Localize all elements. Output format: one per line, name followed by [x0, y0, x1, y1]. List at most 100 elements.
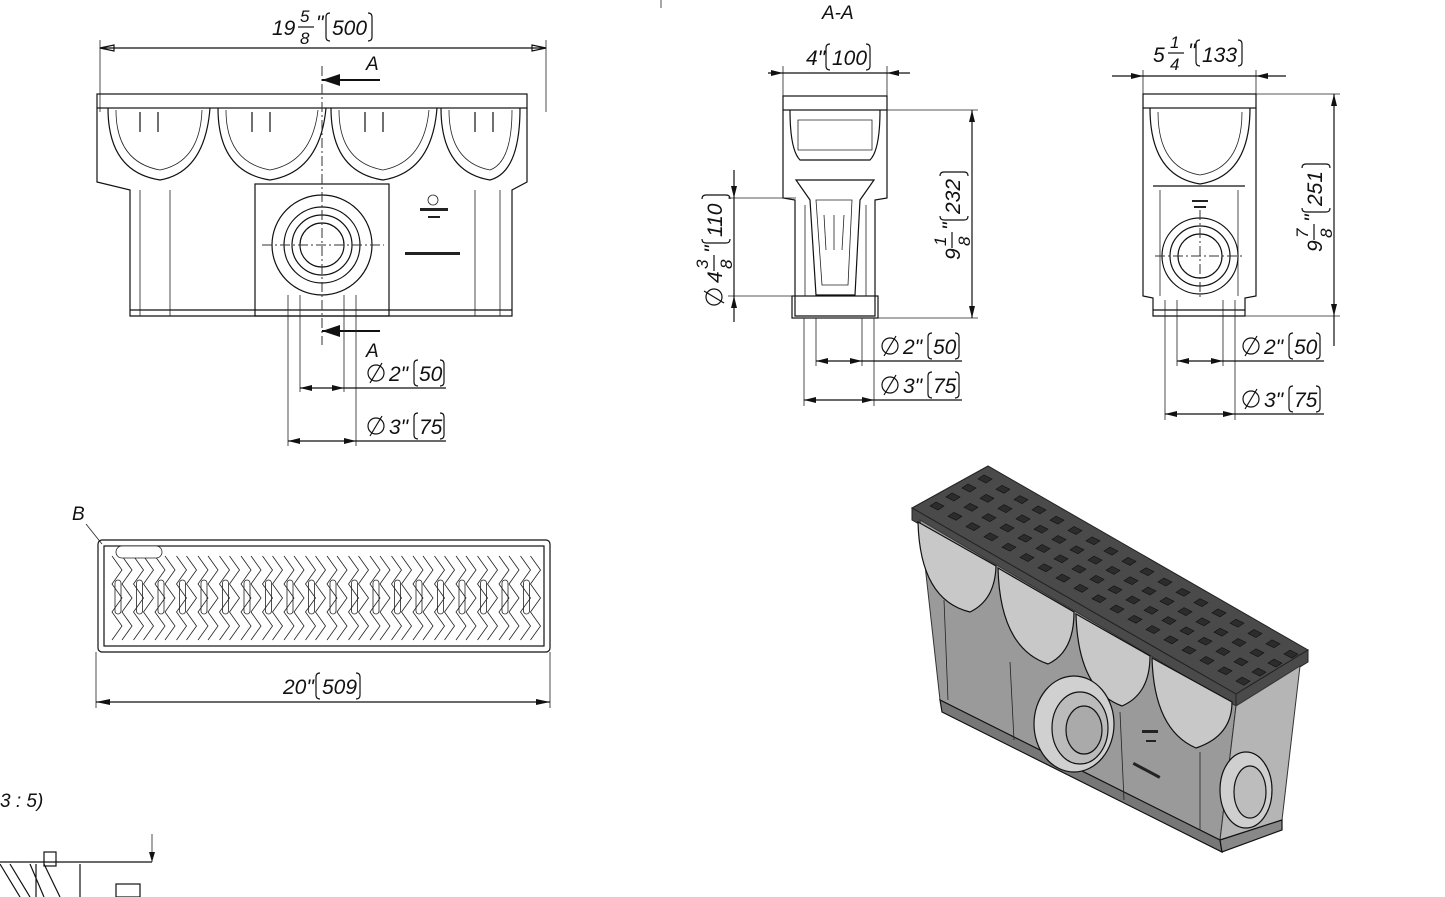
detail-mark-b: B — [72, 504, 85, 525]
iso-grate-slot — [1037, 563, 1053, 573]
iso-grate-slot — [1249, 648, 1265, 658]
iso-grate-slot — [1231, 638, 1247, 647]
section-pipe-whole: 4 — [704, 271, 727, 283]
grate-slot — [111, 555, 133, 641]
detail-scale-label: 3 : 5) — [0, 791, 43, 812]
iso-grate-slot — [1251, 667, 1267, 677]
iso-grate-slot — [1163, 635, 1179, 645]
end-dia-small-mm: 50 — [1294, 336, 1318, 359]
grate-slot-bar — [437, 579, 444, 615]
iso-grate-slot — [1159, 596, 1175, 606]
grate-outline — [97, 539, 551, 653]
iso-grate-slot — [1091, 594, 1107, 604]
iso-grate-slot — [1001, 542, 1017, 552]
iso-grate-slot — [1195, 617, 1211, 627]
iso-grate-slot — [1215, 647, 1231, 656]
grate-slot-bar — [222, 579, 229, 615]
iso-grate-slots — [929, 474, 1299, 686]
iso-grate-slot — [945, 492, 961, 502]
section-dia-small-in: 2" — [902, 336, 924, 359]
iso-grate-slot — [1267, 658, 1283, 668]
iso-grate-slot — [997, 504, 1013, 513]
end-width-mm: 133 — [1202, 44, 1237, 67]
iso-grate-slot — [999, 523, 1015, 533]
end-height-numerator: 7 — [1293, 228, 1312, 238]
iso-grate-slot — [929, 501, 945, 511]
iso-grate-slot — [1235, 676, 1251, 686]
iso-grate-slot — [1055, 573, 1071, 583]
iso-grate-slot — [1265, 639, 1281, 649]
iso-grate-slot — [1217, 666, 1233, 676]
iso-grate-slot — [961, 483, 977, 493]
end-view: 5 1 4 " 133 9 7 8 " — [1112, 33, 1340, 420]
grate-pattern — [111, 555, 541, 641]
grate-slot — [283, 555, 305, 641]
end-width-numerator: 1 — [1170, 33, 1179, 52]
section-dia-large-mm: 75 — [933, 375, 957, 398]
grate-slot-bar — [329, 579, 337, 615]
iso-grate-slot — [947, 511, 963, 521]
grate-slot — [133, 555, 154, 641]
iso-grate-slot — [1051, 535, 1067, 544]
grate-slot-bar — [136, 579, 143, 615]
iso-grate-slot — [965, 522, 981, 531]
iso-grate-slot — [1031, 505, 1047, 515]
section-height-whole: 9 — [942, 248, 965, 260]
grate-slot — [369, 555, 391, 641]
iso-grate-slot — [1123, 576, 1139, 586]
grate-slot-bar — [114, 579, 122, 615]
detail-view: 3 : 5) — [0, 791, 155, 897]
section-dia-large-in: 3" — [903, 375, 924, 398]
section-view: A-A 4" 100 9 1 8 " — [693, 3, 978, 406]
end-dia-small-in: 2" — [1263, 336, 1285, 359]
grate-slot-bar — [286, 579, 294, 615]
iso-grate-slot — [1019, 553, 1035, 562]
front-rim — [96, 93, 528, 109]
section-pipe-denominator: 8 — [717, 259, 736, 269]
front-width-whole: 19 — [272, 17, 296, 40]
grate-slot — [391, 555, 412, 641]
grate-slot — [348, 555, 369, 641]
iso-grate-slot — [1121, 557, 1137, 566]
svg-text:": " — [316, 12, 325, 35]
top-length-mm: 509 — [322, 676, 357, 699]
iso-grate-slot — [1105, 566, 1121, 575]
iso-grate-slot — [1233, 657, 1249, 667]
iso-grate-slot — [1013, 495, 1029, 504]
grate-slot-bar — [394, 579, 401, 615]
grate-slot — [498, 555, 520, 641]
iso-grate-slot — [1213, 627, 1229, 637]
iso-grate-slot — [1145, 625, 1161, 634]
svg-text:": " — [1301, 213, 1324, 222]
grate-slot — [197, 555, 219, 641]
end-width-whole: 5 — [1153, 44, 1165, 67]
front-width-numerator: 5 — [300, 7, 310, 26]
iso-grate-slot — [1175, 587, 1191, 597]
end-dia-large-mm: 75 — [1294, 389, 1318, 412]
iso-grate-slot — [1177, 607, 1193, 616]
iso-grate-slot — [1049, 515, 1065, 525]
iso-grate-slot — [1017, 533, 1033, 543]
grate-slot — [477, 555, 498, 641]
iso-grate-slot — [963, 502, 979, 512]
top-view: B 20" 509 — [72, 504, 551, 708]
iso-grate-slot — [1089, 575, 1105, 584]
iso-grate-slot — [1033, 524, 1049, 534]
section-dia-small-mm: 50 — [933, 336, 957, 359]
iso-grate-slot — [1181, 645, 1197, 655]
iso-grate-slot — [1067, 526, 1083, 535]
grate-slot-bar — [265, 579, 272, 615]
grate-slot — [262, 555, 283, 641]
iso-grate-slot — [979, 493, 995, 503]
grate-slot-bar — [351, 579, 358, 615]
iso-grate-slot — [983, 532, 999, 542]
iso-grate-slot — [1125, 595, 1141, 605]
iso-grate-slot — [1087, 555, 1103, 565]
svg-text:": " — [701, 244, 724, 253]
iso-grate-slot — [1157, 577, 1173, 587]
grate-slot-bar — [501, 579, 509, 615]
front-width-denominator: 8 — [300, 29, 310, 48]
section-height-mm: 232 — [942, 179, 965, 215]
iso-grate-slot — [1143, 605, 1159, 615]
